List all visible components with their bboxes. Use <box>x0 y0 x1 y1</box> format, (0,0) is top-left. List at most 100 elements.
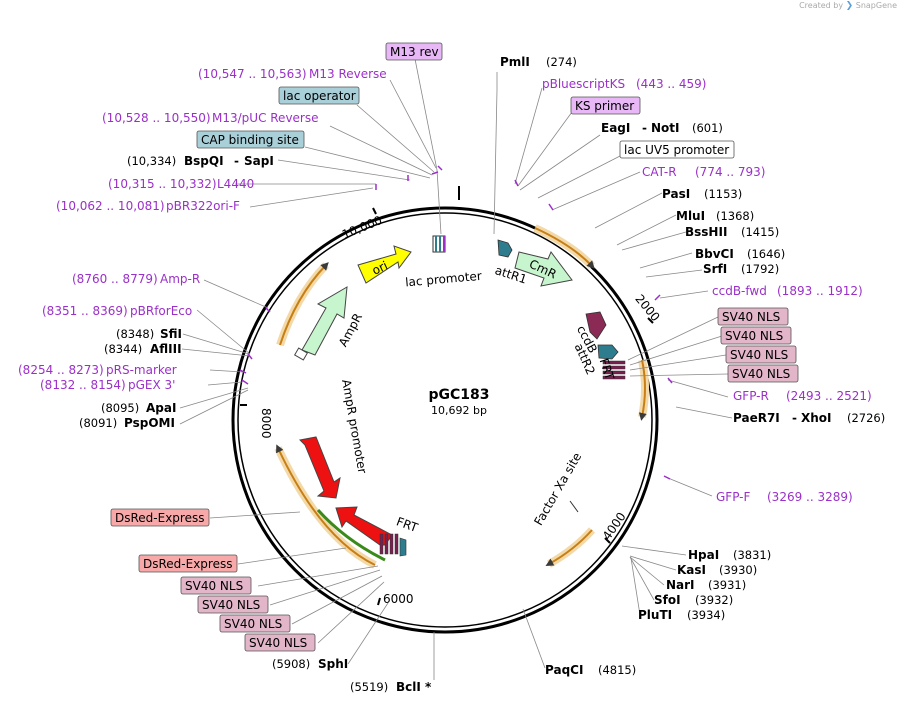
box-sv40-nls-left-2[interactable] <box>197 595 269 614</box>
box-lac-uv5-promoter[interactable] <box>619 140 735 159</box>
enzyme-sapi[interactable]: SapI <box>244 154 274 168</box>
enzyme-paqci[interactable]: PaqCI <box>545 663 583 677</box>
enzyme-pluti-pos: (3934) <box>687 608 725 622</box>
primer-l4440[interactable]: L4440 <box>217 177 254 191</box>
nls-arc-left-bottom-line <box>276 444 376 566</box>
dsred-arrow-2 <box>335 506 393 546</box>
primer-m13-reverse-pos: (10,547 .. 10,563) <box>198 67 307 81</box>
primer-pbrforeco[interactable]: pBRforEco <box>130 304 192 318</box>
enzyme-srfi-pos: (1792) <box>741 262 779 276</box>
enzyme-bsshii[interactable]: BssHII <box>685 225 727 239</box>
plasmid-length: 10,692 bp <box>431 404 487 417</box>
snapgene-credit: Created by ❯ SnapGene <box>799 1 897 11</box>
enzyme-pasi-pos: (1153) <box>704 187 742 201</box>
primer-ccdb-fwd[interactable]: ccdB-fwd <box>712 284 767 298</box>
frt-top-feature <box>602 360 626 380</box>
lac-promoter-label: lac promoter <box>405 269 483 290</box>
primer-pgex-3[interactable]: pGEX 3' <box>128 378 175 392</box>
enzyme-sfii[interactable]: SfiI <box>160 327 182 341</box>
primer-gfp-r[interactable]: GFP-R <box>733 389 769 403</box>
box-sv40-nls-left-1[interactable] <box>180 576 252 595</box>
box-sv40-nls-left-3[interactable] <box>219 614 291 633</box>
primer-gfp-f-pos: (3269 .. 3289) <box>767 490 853 504</box>
enzyme-apai-pos: (8095) <box>101 401 139 415</box>
primer-m13-puc-reverse[interactable]: M13/pUC Reverse <box>212 111 319 125</box>
box-dsred-express-2[interactable] <box>138 554 238 573</box>
enzyme-mlui-pos: (1368) <box>716 209 754 223</box>
plasmid-name: pGC183 <box>428 387 489 403</box>
att-bottom-arrow <box>399 537 407 557</box>
ampr-label: AmpR <box>336 311 365 349</box>
box-cap-binding-site-label: CAP binding site <box>201 133 299 147</box>
box-sv40-nls-right-1[interactable] <box>717 307 789 326</box>
enzyme-pmli[interactable]: PmlI <box>500 55 530 69</box>
box-dsred-express-1-label: DsRed-Express <box>115 511 204 525</box>
enzyme-nari-pos: (3931) <box>708 578 746 592</box>
enzyme-sfii-pos: (8348) <box>116 327 154 341</box>
box-sv40-nls-left-2-label: SV40 NLS <box>202 598 260 612</box>
box-m13-rev-label: M13 rev <box>390 45 439 59</box>
ori-label: ori <box>370 258 390 277</box>
enzyme-apai[interactable]: ApaI <box>146 401 176 415</box>
enzyme-hpai-pos: (3831) <box>733 548 771 562</box>
enzyme-sphi[interactable]: SphI <box>318 657 348 671</box>
nls-arc-left-top-line <box>279 262 329 346</box>
box-sv40-nls-left-4-label: SV40 NLS <box>249 636 307 650</box>
enzyme-pasi[interactable]: PasI <box>662 187 690 201</box>
primer-gfp-f[interactable]: GFP-F <box>716 490 751 504</box>
box-lac-operator-label: lac operator <box>283 89 356 103</box>
factor-xa-label: Factor Xa site <box>531 450 584 528</box>
snapgene-logo-icon: ❯ <box>845 1 854 11</box>
primer-m13-reverse[interactable]: M13 Reverse <box>309 67 387 81</box>
primer-cat-r[interactable]: CAT-R <box>642 165 677 179</box>
tick-label-6000: 6000 <box>383 592 414 606</box>
factor-xa-mark <box>569 500 579 513</box>
enzyme-paer7i[interactable]: PaeR7I <box>733 411 780 425</box>
enzyme-eagi[interactable]: EagI <box>601 121 630 135</box>
enzyme-afliii[interactable]: AflIII <box>150 342 182 356</box>
primer-amp-r[interactable]: Amp-R <box>160 272 200 286</box>
enzyme-sfoi[interactable]: SfoI <box>654 593 681 607</box>
box-sv40-nls-right-4[interactable] <box>727 364 799 383</box>
credit-brand: SnapGene <box>855 1 897 10</box>
enzyme-pspomi-pos: (8091) <box>79 416 117 430</box>
enzyme-bspqi[interactable]: BspQI <box>184 154 224 168</box>
connector-lines <box>179 58 733 680</box>
box-sv40-nls-right-3-label: SV40 NLS <box>730 348 788 362</box>
enzyme-srfi[interactable]: SrfI <box>703 262 727 276</box>
tick-label-8000: 8000 <box>259 408 273 439</box>
enzyme-pspomi[interactable]: PspOMI <box>124 416 175 430</box>
frt-top-label: FRT <box>597 357 617 383</box>
box-ks-primer[interactable] <box>570 96 641 115</box>
box-m13-rev[interactable] <box>385 42 443 61</box>
ampr-promoter-label: AmpR promoter <box>339 378 369 474</box>
enzyme-mlui[interactable]: MluI <box>676 209 705 223</box>
box-dsred-express-1[interactable] <box>110 508 210 527</box>
box-lac-operator[interactable] <box>278 86 360 105</box>
ampr-arrow <box>301 286 348 356</box>
box-sv40-nls-left-4[interactable] <box>244 633 316 652</box>
primer-pbr322ori-f[interactable]: pBR322ori-F <box>166 199 240 213</box>
enzyme-bspqi-dash: - <box>234 154 239 168</box>
enzyme-nari[interactable]: NarI <box>666 578 695 592</box>
scale-ticks <box>240 207 654 606</box>
box-sv40-nls-right-3[interactable] <box>725 345 797 364</box>
enzyme-kasi-pos: (3930) <box>719 563 757 577</box>
enzyme-bbvci[interactable]: BbvCI <box>695 247 734 261</box>
enzyme-sphi-pos: (5908) <box>272 657 310 671</box>
primer-prs-marker[interactable]: pRS-marker <box>106 363 177 377</box>
primer-pbluescriptks[interactable]: pBluescriptKS <box>542 77 625 91</box>
box-ks-primer-label: KS primer <box>575 99 634 113</box>
enzyme-kasi[interactable]: KasI <box>677 563 706 577</box>
box-sv40-nls-right-1-label: SV40 NLS <box>722 310 780 324</box>
enzyme-hpai[interactable]: HpaI <box>688 548 719 562</box>
enzyme-pluti[interactable]: PluTI <box>638 608 672 622</box>
enzyme-xhoi[interactable]: XhoI <box>801 411 832 425</box>
enzyme-noti[interactable]: NotI <box>651 121 680 135</box>
box-cap-binding-site[interactable] <box>196 130 305 149</box>
box-sv40-nls-right-2[interactable] <box>720 326 792 345</box>
enzyme-eagi-pos: (601) <box>692 121 723 135</box>
primer-l4440-pos: (10,315 .. 10,332) <box>108 177 217 191</box>
credit-prefix: Created by <box>799 1 844 10</box>
enzyme-bcli[interactable]: BclI * <box>396 680 432 694</box>
